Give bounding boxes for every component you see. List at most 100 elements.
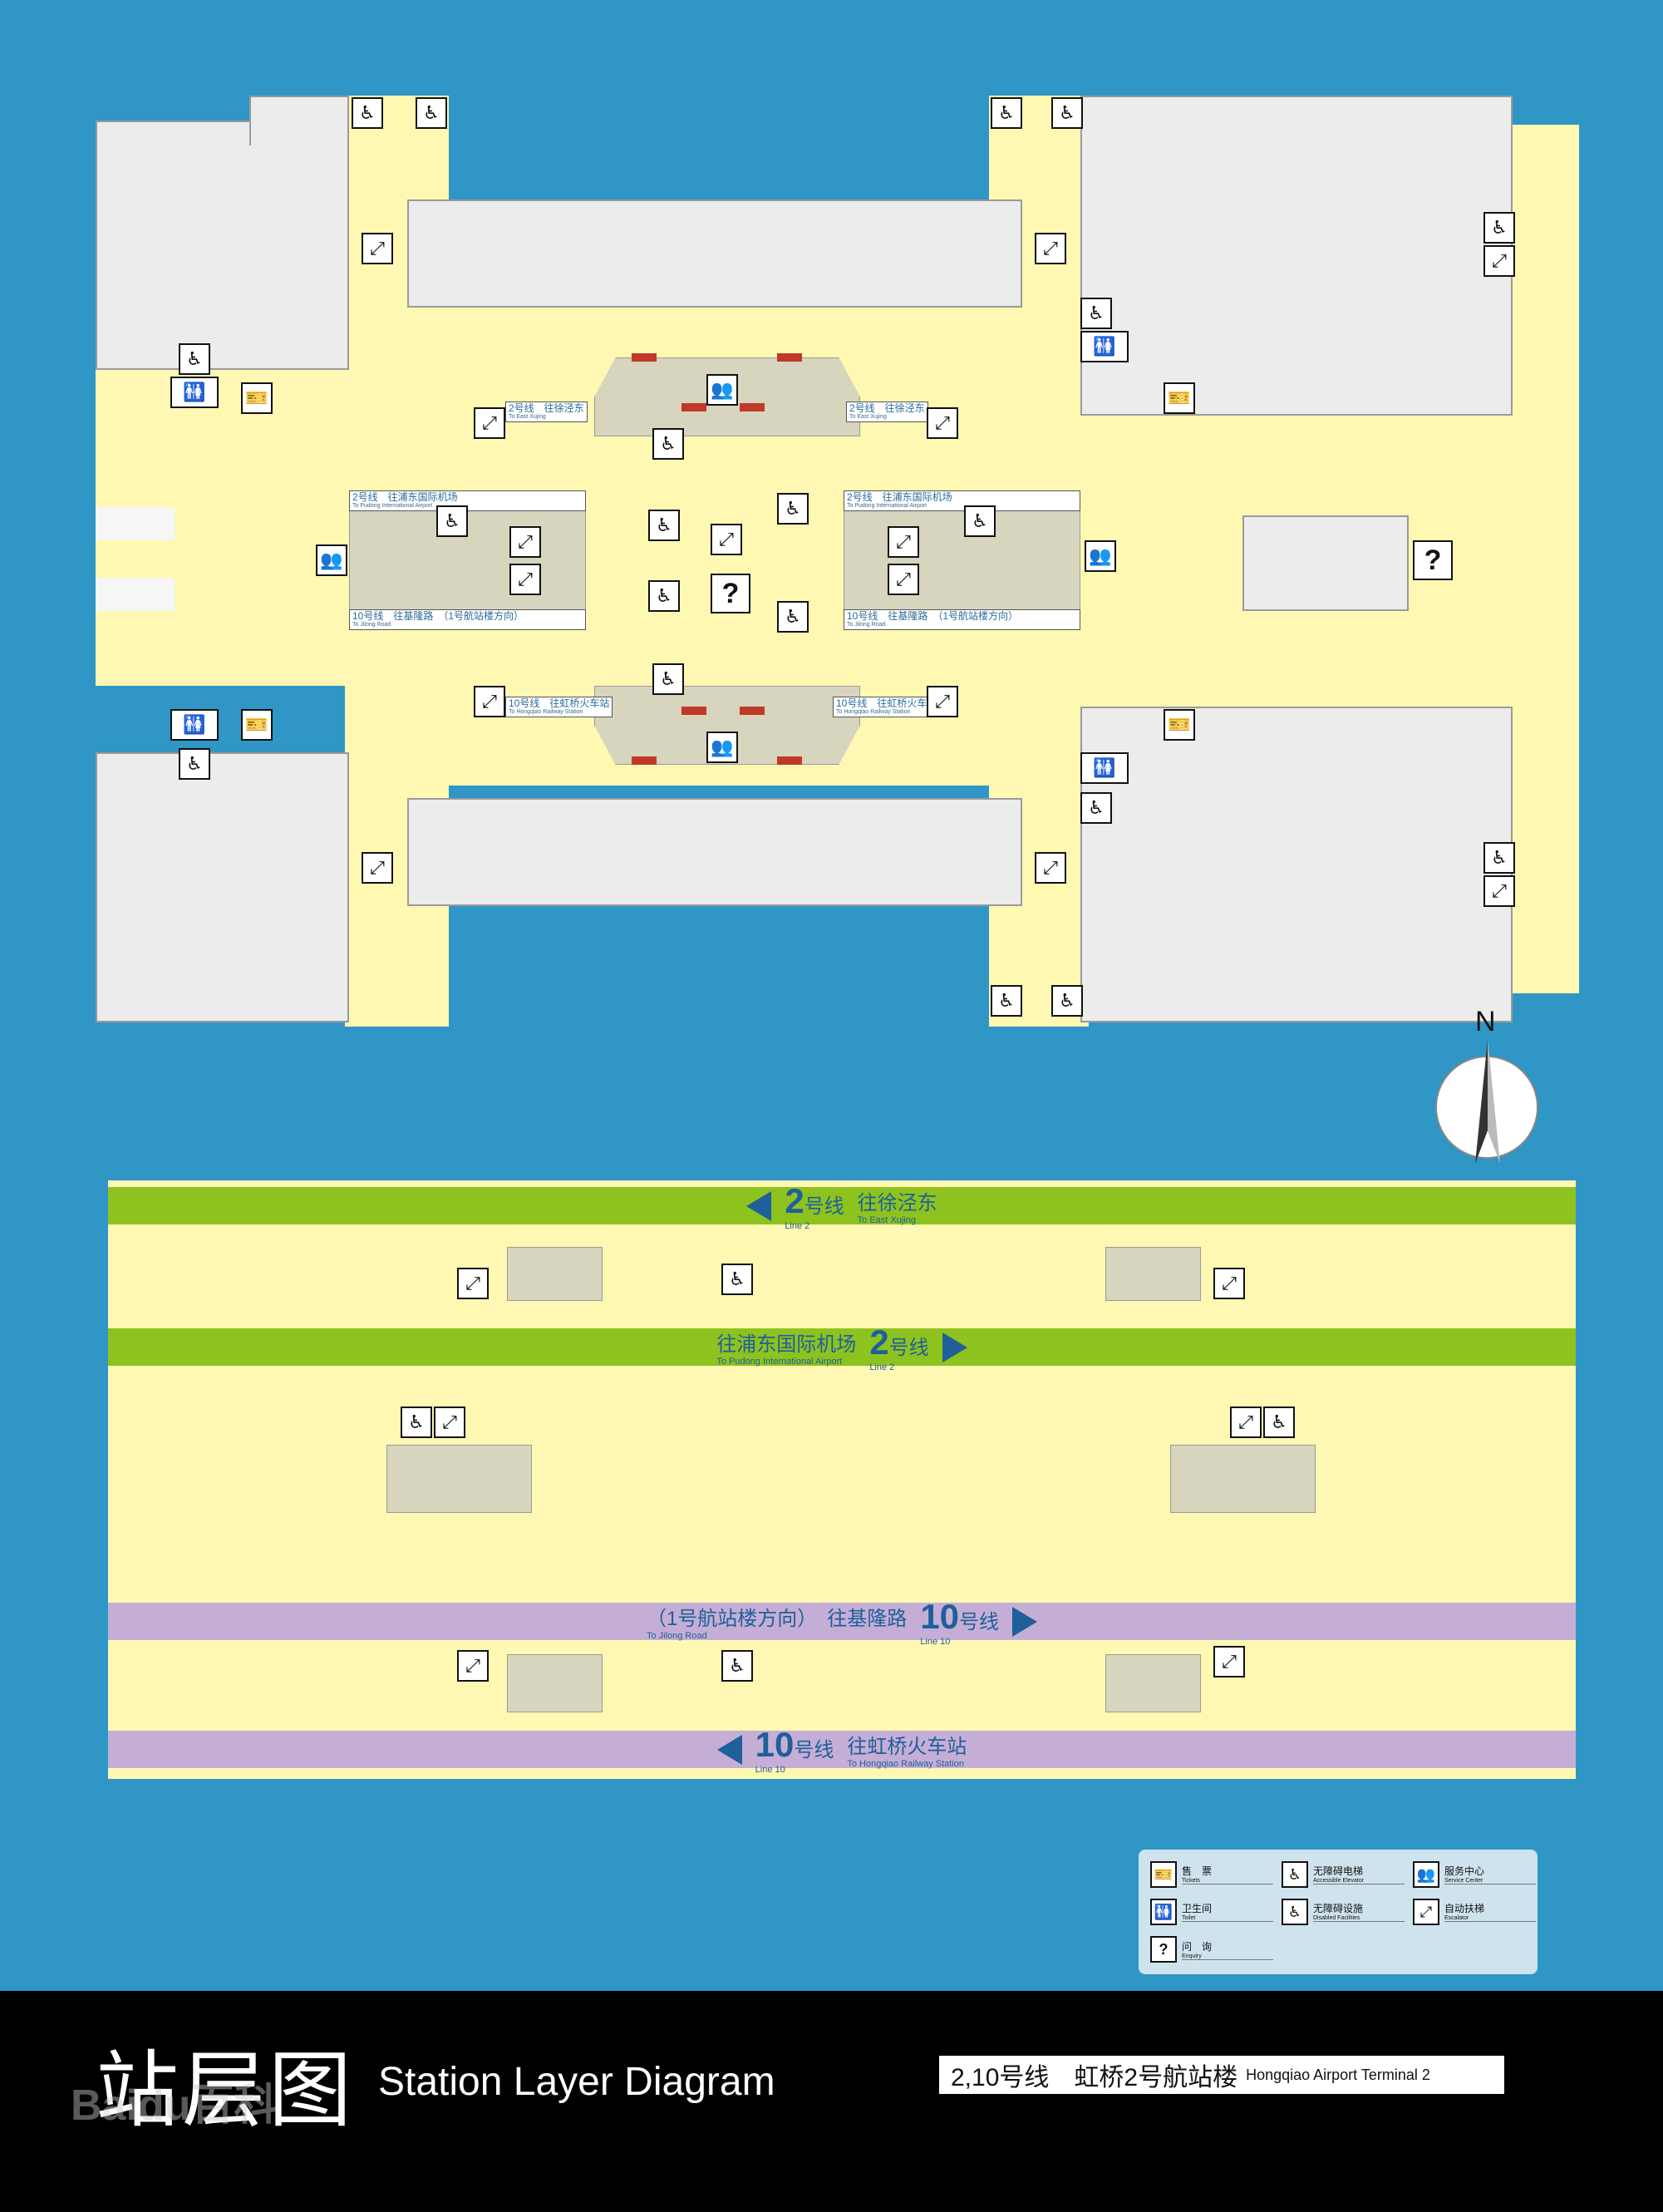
escalator-icon: ⤢ bbox=[509, 564, 541, 595]
gate bbox=[740, 707, 765, 715]
ticket-icon: 🎫 bbox=[241, 382, 273, 414]
sign-line10-jilong-west: 10号线 往基隆路 （1号航站楼方向）To Jilong Road bbox=[349, 609, 586, 630]
escalator-icon: ⤢ bbox=[362, 852, 393, 884]
escalator-icon: ⤢ bbox=[457, 1650, 489, 1682]
disabled-facilities-icon: ♿ bbox=[179, 343, 210, 375]
accessible-elevator-icon: ♿ bbox=[652, 428, 684, 460]
station-label-en: Hongqiao Airport Terminal 2 bbox=[1246, 2066, 1430, 2083]
south-long-block bbox=[407, 798, 1022, 906]
direction-left-arrow-icon bbox=[746, 1190, 772, 1221]
disabled-facilities-icon: ♿ bbox=[1080, 298, 1112, 329]
accessible-elevator-icon: ♿ bbox=[991, 97, 1022, 129]
direction-left-arrow-icon bbox=[716, 1734, 742, 1765]
gate bbox=[740, 403, 765, 411]
direction-right-arrow-icon bbox=[942, 1332, 967, 1362]
accessible-elevator-icon: ♿ bbox=[436, 505, 468, 537]
service-center-icon: 👥 bbox=[1413, 1860, 1439, 1888]
escalator-icon: ⤢ bbox=[1035, 233, 1066, 264]
enquiry-icon: ? bbox=[1413, 540, 1453, 580]
accessible-elevator-icon: ♿ bbox=[964, 505, 996, 537]
gate bbox=[777, 353, 802, 362]
escalator-icon: ⤢ bbox=[434, 1407, 465, 1438]
toilet-icon: 🚻 bbox=[1080, 331, 1129, 362]
station-label-cn: 2,10号线 虹桥2号航站楼 bbox=[951, 2064, 1238, 2091]
escalator-icon: ⤢ bbox=[927, 686, 958, 717]
escalator-well bbox=[386, 1445, 532, 1513]
accessible-elevator-icon: ♿ bbox=[416, 97, 447, 129]
accessible-elevator-icon: ♿ bbox=[991, 985, 1022, 1017]
escalator-icon: ⤢ bbox=[1483, 245, 1515, 277]
gate bbox=[632, 353, 657, 362]
escalator-well bbox=[1105, 1247, 1201, 1301]
escalator-icon: ⤢ bbox=[1213, 1268, 1245, 1299]
west-passage-2 bbox=[96, 578, 175, 611]
watermark: Baidu百科 bbox=[71, 2081, 278, 2130]
diagram-title-en: Station Layer Diagram bbox=[378, 2060, 775, 2104]
escalator-icon: ⤢ bbox=[927, 407, 958, 439]
toilet-icon: 🚻 bbox=[1150, 1898, 1177, 1925]
escalator-icon: ⤢ bbox=[509, 526, 541, 558]
accessible-elevator-icon: ♿ bbox=[352, 97, 383, 129]
accessible-elevator-icon: ♿ bbox=[652, 663, 684, 695]
escalator-icon: ⤢ bbox=[1483, 875, 1515, 907]
toilet-icon: 🚻 bbox=[170, 377, 219, 408]
accessible-elevator-icon: ♿ bbox=[1051, 97, 1083, 129]
disabled-facilities-icon: ♿ bbox=[179, 748, 210, 780]
accessible-elevator-icon: ♿ bbox=[648, 580, 680, 612]
accessible-elevator-icon: ♿ bbox=[721, 1264, 753, 1295]
ticket-icon: 🎫 bbox=[1164, 709, 1195, 741]
west-lower-block bbox=[96, 752, 349, 1022]
gate bbox=[681, 707, 706, 715]
accessible-elevator-icon: ♿ bbox=[721, 1650, 753, 1682]
ticket-icon: 🎫 bbox=[1150, 1860, 1177, 1888]
escalator-well bbox=[507, 1654, 603, 1712]
escalator-icon: ⤢ bbox=[888, 564, 919, 595]
north-stair-hall bbox=[594, 357, 860, 436]
escalator-icon: ⤢ bbox=[1213, 1646, 1245, 1677]
service-center-icon: 👥 bbox=[706, 732, 738, 763]
accessible-elevator-icon: ♿ bbox=[1483, 212, 1515, 244]
east-lower-block bbox=[1080, 707, 1513, 1022]
north-long-block bbox=[407, 200, 1022, 308]
escalator-icon: ⤢ bbox=[362, 233, 393, 264]
north-compass: N bbox=[1434, 1006, 1542, 1164]
toilet-icon: 🚻 bbox=[1080, 752, 1129, 784]
accessible-elevator-icon: ♿ bbox=[648, 510, 680, 541]
disabled-facilities-icon: ♿ bbox=[1080, 792, 1112, 824]
sign-line10-jilong-east: 10号线 往基隆路 （1号航站楼方向）To Jilong Road bbox=[844, 609, 1080, 630]
enquiry-icon: ? bbox=[711, 574, 750, 613]
station-label: 2,10号线 虹桥2号航站楼 Hongqiao Airport Terminal… bbox=[939, 2056, 1504, 2094]
service-center-icon: 👥 bbox=[316, 544, 347, 576]
direction-right-arrow-icon bbox=[1012, 1606, 1038, 1637]
service-center-icon: 👥 bbox=[1085, 540, 1116, 572]
west-upper-block bbox=[96, 121, 349, 370]
north-arrow-icon bbox=[1475, 1039, 1500, 1164]
accessible-elevator-icon: ♿ bbox=[1282, 1860, 1308, 1888]
diagram-title-cn: 站层图 bbox=[96, 2042, 355, 2139]
enquiry-icon: ? bbox=[1150, 1936, 1177, 1963]
escalator-well bbox=[507, 1247, 603, 1301]
escalator-icon: ⤢ bbox=[711, 524, 742, 555]
accessible-elevator-icon: ♿ bbox=[1051, 985, 1083, 1017]
escalator-icon: ⤢ bbox=[888, 526, 919, 558]
east-upper-block bbox=[1080, 96, 1513, 416]
escalator-icon: ⤢ bbox=[457, 1268, 489, 1299]
gate bbox=[777, 756, 802, 765]
gate bbox=[681, 403, 706, 411]
gate bbox=[632, 756, 657, 765]
